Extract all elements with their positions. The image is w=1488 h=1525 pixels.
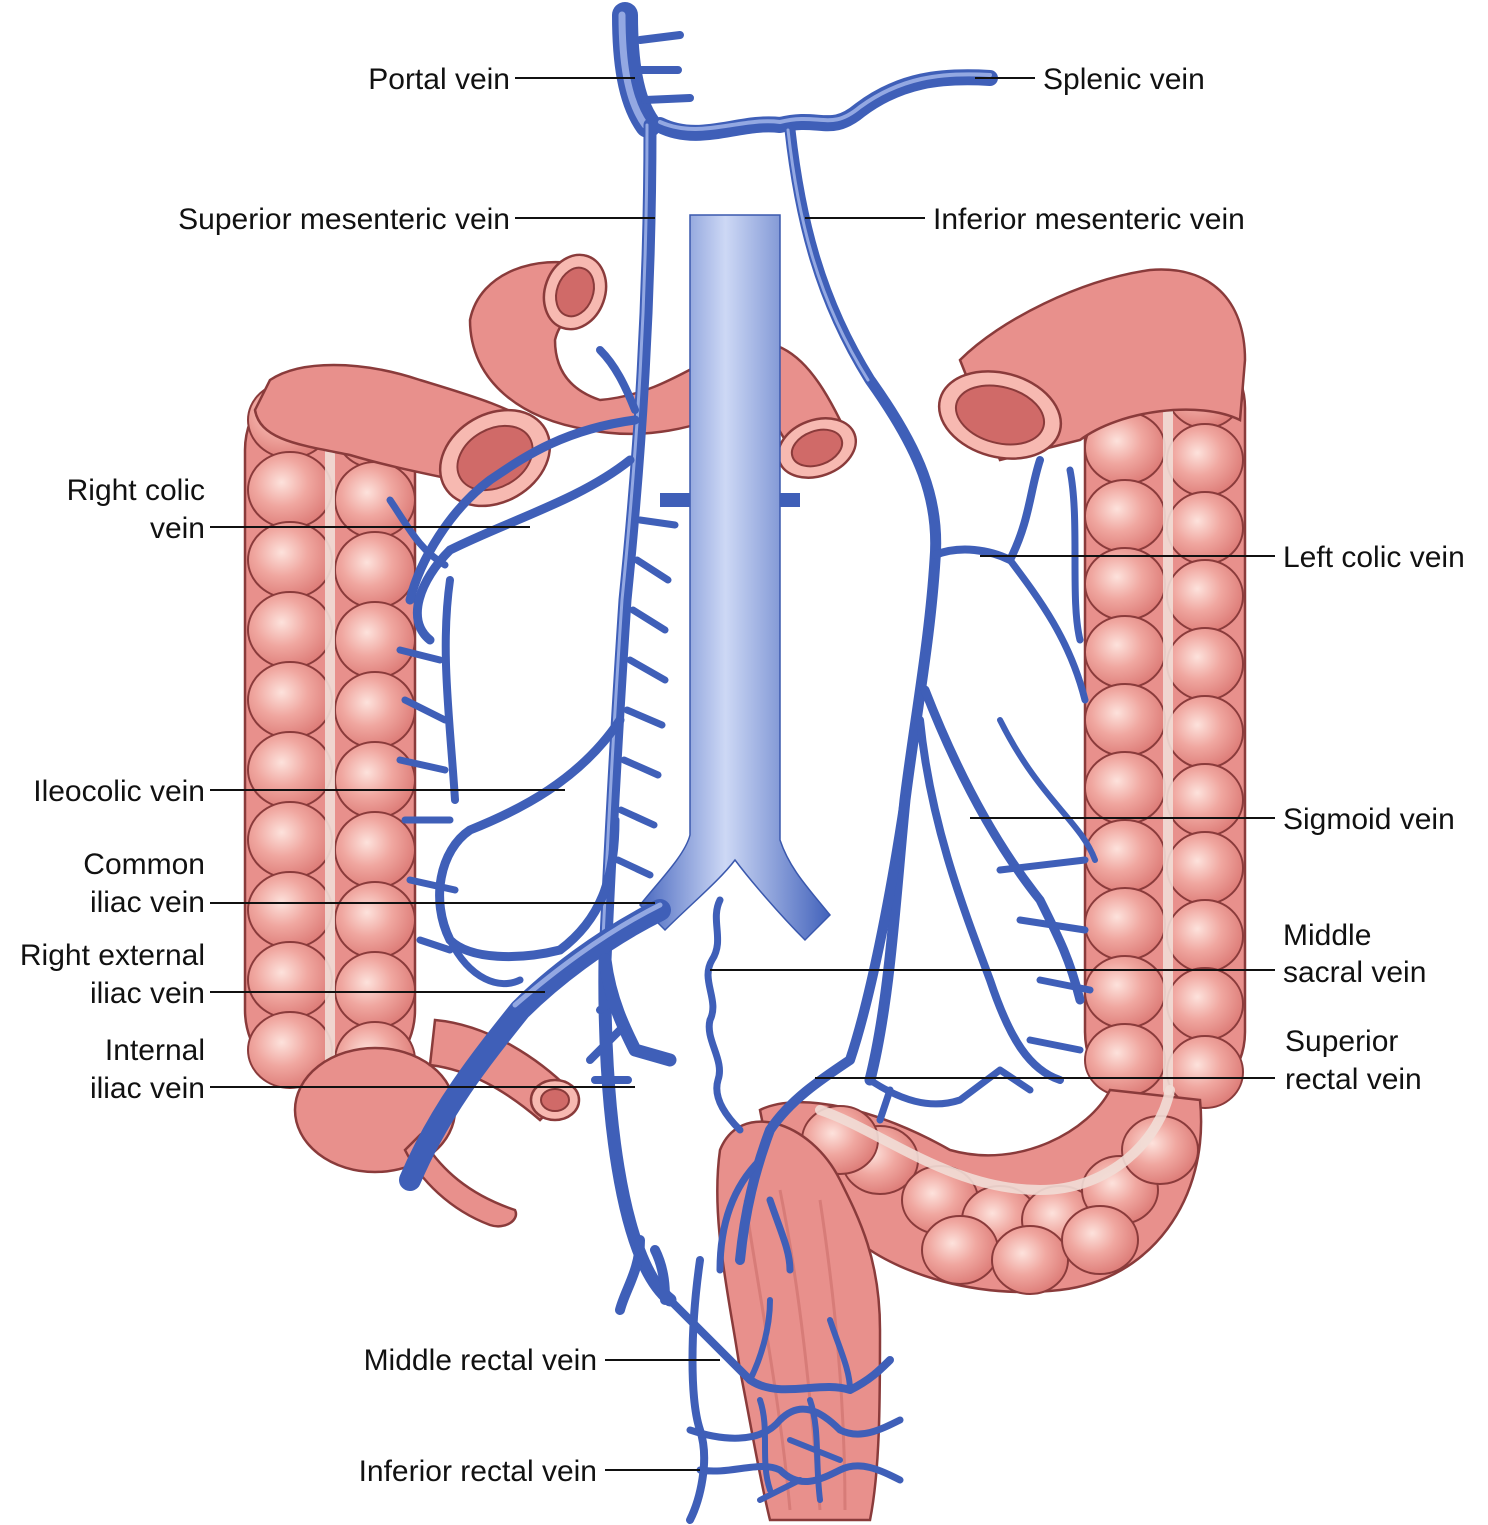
label-common-iliac-vein-line1: Common (83, 848, 205, 881)
haustrum (1166, 627, 1244, 701)
label-sigmoid-vein: Sigmoid vein (1283, 803, 1455, 836)
haustrum (247, 801, 333, 879)
label-middle-sacral-vein-line1: Middle (1283, 919, 1371, 952)
label-common-iliac-vein-line2: iliac vein (90, 886, 205, 919)
label-superior-mesenteric-vein: Superior mesenteric vein (178, 203, 510, 236)
label-superior-rectal-vein-line2: rectal vein (1285, 1063, 1422, 1096)
haustrum (1166, 491, 1244, 565)
inferior-vena-cava (638, 214, 832, 942)
hepatic-flexure (253, 363, 552, 508)
haustrum (1084, 955, 1166, 1029)
label-inferior-rectal-vein: Inferior rectal vein (359, 1455, 597, 1488)
haustrum (334, 601, 416, 679)
haustrum (247, 591, 333, 669)
sigmoid-colon (758, 1085, 1203, 1295)
haustrum (1084, 887, 1166, 961)
label-portal-vein: Portal vein (368, 63, 510, 96)
label-middle-rectal-vein: Middle rectal vein (364, 1344, 597, 1377)
haustrum (1084, 615, 1166, 689)
haustrum (1084, 479, 1166, 553)
haustrum (247, 521, 333, 599)
label-middle-sacral-vein-line2: sacral vein (1283, 956, 1426, 989)
haustrum (1166, 831, 1244, 905)
label-left-colic-vein: Left colic vein (1283, 541, 1465, 574)
leader-lines (210, 77, 1275, 1471)
label-right-external-iliac-vein-line2: iliac vein (90, 977, 205, 1010)
haustrum (991, 1225, 1069, 1295)
haustrum (334, 671, 416, 749)
duodenum-jejunum-loop (468, 253, 858, 479)
labels: Portal vein Splenic vein Superior mesent… (20, 63, 1465, 1488)
haustrum (1084, 1023, 1166, 1097)
haustrum (1084, 751, 1166, 825)
haustrum (1166, 423, 1244, 497)
haustrum (334, 881, 416, 959)
haustrum (1166, 695, 1244, 769)
haustrum (247, 731, 333, 809)
haustrum (1166, 559, 1244, 633)
label-ileocolic-vein: Ileocolic vein (33, 775, 205, 808)
haustrum (1084, 819, 1166, 893)
label-right-colic-vein-line1: Right colic (67, 474, 205, 507)
label-inferior-mesenteric-vein: Inferior mesenteric vein (933, 203, 1245, 236)
haustrum (247, 871, 333, 949)
haustrum (921, 1215, 999, 1285)
label-right-colic-vein-line2: vein (150, 512, 205, 545)
haustrum (1084, 683, 1166, 757)
label-internal-iliac-vein-line2: iliac vein (90, 1072, 205, 1105)
haustrum (334, 531, 416, 609)
haustrum (1166, 967, 1244, 1041)
haustrum (1084, 547, 1166, 621)
haustrum (334, 811, 416, 889)
haustrum (247, 661, 333, 739)
haustrum (1166, 763, 1244, 837)
label-internal-iliac-vein-line1: Internal (105, 1034, 205, 1067)
haustrum (334, 951, 416, 1029)
label-superior-rectal-vein-line1: Superior (1285, 1025, 1398, 1058)
haustrum (1061, 1205, 1139, 1275)
haustrum (247, 941, 333, 1019)
label-splenic-vein: Splenic vein (1043, 63, 1205, 96)
descending-colon (1083, 328, 1247, 1112)
haustrum (247, 451, 333, 529)
haustrum (334, 741, 416, 819)
label-right-external-iliac-vein-line1: Right external (20, 939, 205, 972)
splenic-flexure (937, 268, 1247, 462)
ascending-colon (243, 368, 417, 1099)
haustrum (1166, 899, 1244, 973)
